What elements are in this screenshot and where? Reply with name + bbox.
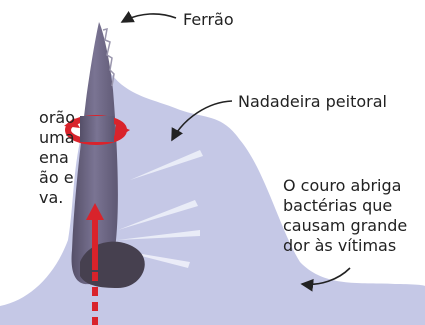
- label-cut-off-line: uma: [39, 128, 75, 148]
- label-cut-off: orão uma ena ão e va.: [39, 108, 75, 208]
- label-ferrao: Ferrão: [183, 10, 234, 30]
- label-nadadeira-peitoral: Nadadeira peitoral: [238, 92, 387, 112]
- label-couro-line: O couro abriga: [283, 176, 407, 196]
- label-cut-off-line: ena: [39, 148, 75, 168]
- label-cut-off-line: orão: [39, 108, 75, 128]
- ferrao-leader-arrow: [122, 14, 176, 22]
- label-couro-line: dor às vítimas: [283, 236, 407, 256]
- label-cut-off-line: va.: [39, 188, 75, 208]
- label-couro-line: causam grande: [283, 216, 407, 236]
- label-cut-off-line: ão e: [39, 168, 75, 188]
- label-couro: O couro abriga bactérias que causam gran…: [283, 176, 407, 256]
- label-couro-line: bactérias que: [283, 196, 407, 216]
- label-cut-off-container: orão uma ena ão e va.: [0, 108, 75, 224]
